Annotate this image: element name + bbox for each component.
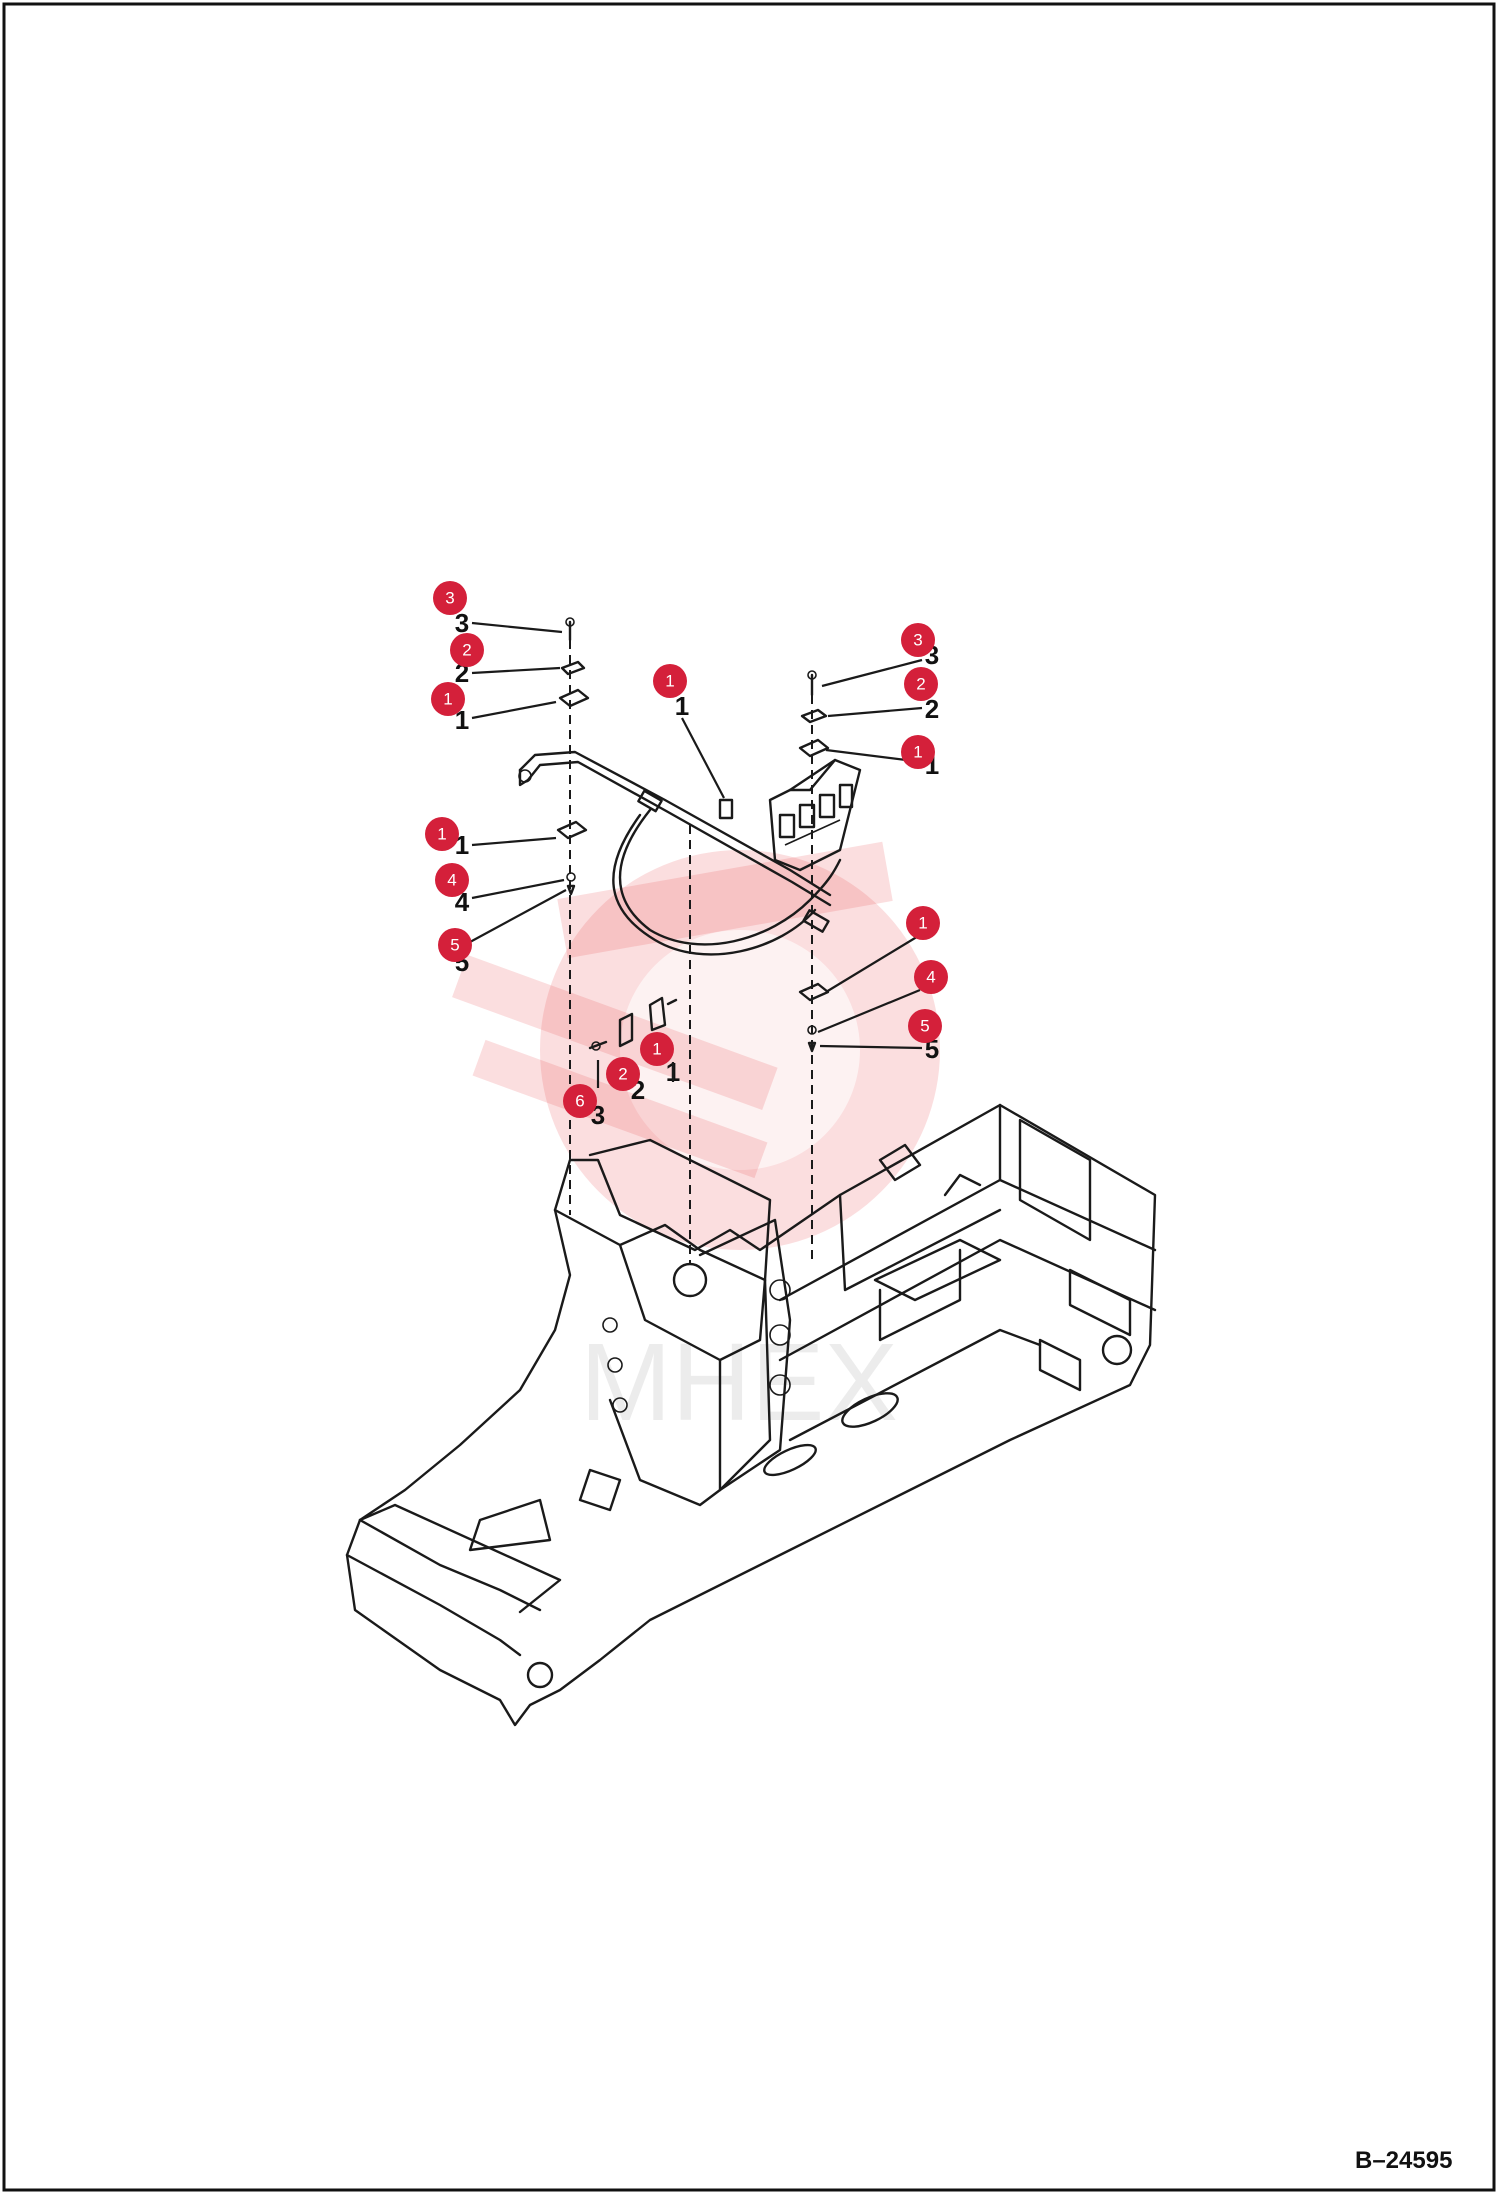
callout-label: 5	[920, 1017, 929, 1036]
callout-label: 1	[913, 743, 922, 762]
callout-1-center-top[interactable]: 1	[653, 664, 687, 698]
part-label-2-right: 2	[925, 694, 939, 724]
callout-label: 2	[916, 675, 925, 694]
part-label-1-center-top: 1	[675, 691, 689, 721]
callout-label: 4	[447, 871, 456, 890]
callout-5-left[interactable]: 5	[438, 928, 472, 962]
callout-label: 1	[918, 914, 927, 933]
watermark-logo: MHEX	[452, 841, 940, 1444]
hydraulic-assembly	[518, 750, 862, 956]
callout-2-left[interactable]: 2	[450, 633, 484, 667]
assembly-guides	[569, 625, 813, 1265]
callout-label: 2	[462, 641, 471, 660]
control-valve	[768, 758, 862, 872]
callout-label: 3	[913, 631, 922, 650]
callout-1-left-top[interactable]: 1	[431, 682, 465, 716]
part-label-1-left-top: 1	[455, 705, 469, 735]
callout-1-left-mid[interactable]: 1	[425, 817, 459, 851]
callout-label: 1	[443, 690, 452, 709]
callout-4-left[interactable]: 4	[435, 863, 469, 897]
callout-label: 1	[437, 825, 446, 844]
callout-label: 1	[665, 672, 674, 691]
part-label-3-left: 3	[455, 608, 469, 638]
figure-id: B–24595	[1355, 2147, 1452, 2174]
callout-label: 4	[926, 968, 935, 987]
callout-label: 6	[575, 1092, 584, 1111]
leader-lines	[469, 621, 923, 1088]
callout-2-right[interactable]: 2	[904, 667, 938, 701]
callout-1-right-mid[interactable]: 1	[906, 906, 940, 940]
callout-label: 3	[445, 589, 454, 608]
callout-6-center[interactable]: 6	[563, 1084, 597, 1118]
callout-3-left[interactable]: 3	[433, 581, 467, 615]
callout-5-right[interactable]: 5	[908, 1009, 942, 1043]
callout-label: 2	[618, 1065, 627, 1084]
callout-3-right[interactable]: 3	[901, 623, 935, 657]
hardware-center	[588, 996, 678, 1051]
hardware-left-top	[556, 617, 590, 896]
callout-1-right-top[interactable]: 1	[901, 735, 935, 769]
callout-label: 5	[450, 936, 459, 955]
callout-2-center[interactable]: 2	[606, 1057, 640, 1091]
callout-label: 1	[652, 1040, 661, 1059]
callout-4-right[interactable]: 4	[914, 960, 948, 994]
machine-frame	[345, 1103, 1157, 1727]
callout-1-center[interactable]: 1	[640, 1032, 674, 1066]
